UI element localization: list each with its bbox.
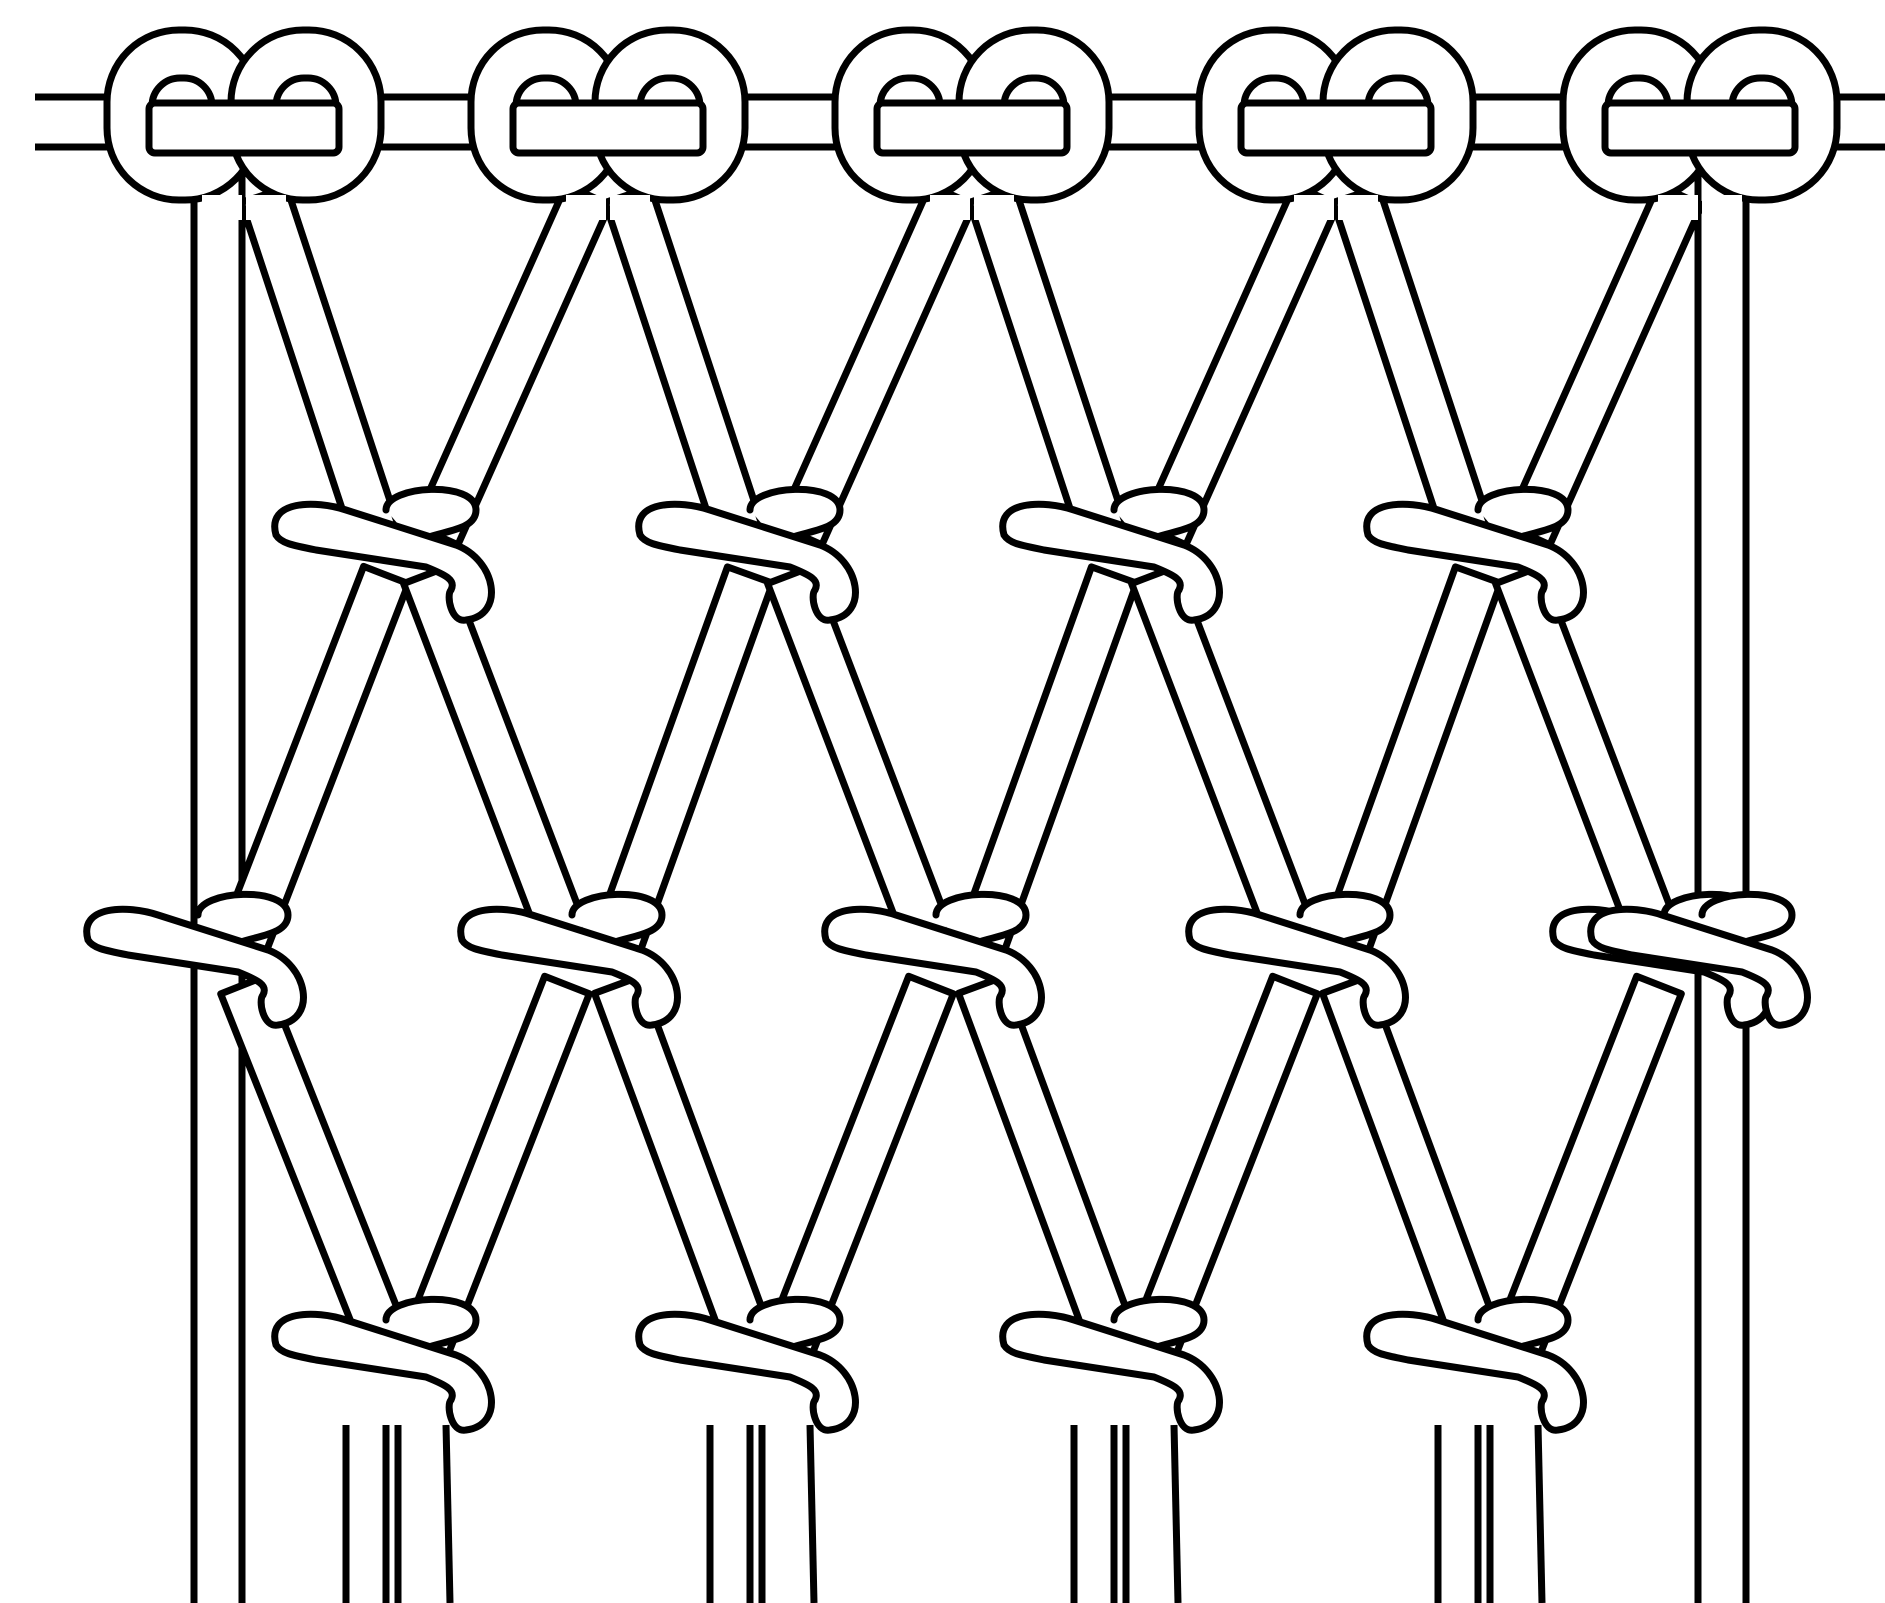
cord-tail <box>446 1425 450 1603</box>
strand-r2-right-3 <box>1322 977 1500 1354</box>
strand-top-right-2 <box>969 187 1127 542</box>
strand-r1-right-2 <box>1132 566 1318 953</box>
strand-r2-right-2 <box>958 977 1136 1354</box>
strand-top-right-0 <box>241 187 399 542</box>
left-edge-cord <box>194 165 242 1603</box>
lark-head-mount-4 <box>1199 30 1473 220</box>
strand-top-right-1 <box>605 187 763 542</box>
strand-r2-right-0 <box>221 976 409 1354</box>
lark-head-mount-2 <box>471 30 745 220</box>
cord-strands <box>194 165 1746 1603</box>
strand-r1-right-0 <box>404 566 590 953</box>
lark-head-mountings <box>107 30 1837 220</box>
cord-tail <box>1538 1425 1542 1603</box>
cord-tail <box>810 1425 814 1603</box>
strand-r1-right-1 <box>768 566 954 953</box>
lark-head-mount-3 <box>835 30 1109 220</box>
cord-tail <box>1174 1425 1178 1603</box>
knot-row3-1 <box>639 1299 856 1430</box>
right-edge-cord <box>1698 165 1746 1603</box>
strand-r1-right-3 <box>1496 566 1682 953</box>
strand-r2-right-1 <box>594 977 772 1354</box>
knot-row3-0 <box>275 1299 492 1430</box>
knot-row3-2 <box>1003 1299 1220 1430</box>
knot-row3-3 <box>1367 1299 1584 1430</box>
strand-top-right-3 <box>1333 187 1491 542</box>
